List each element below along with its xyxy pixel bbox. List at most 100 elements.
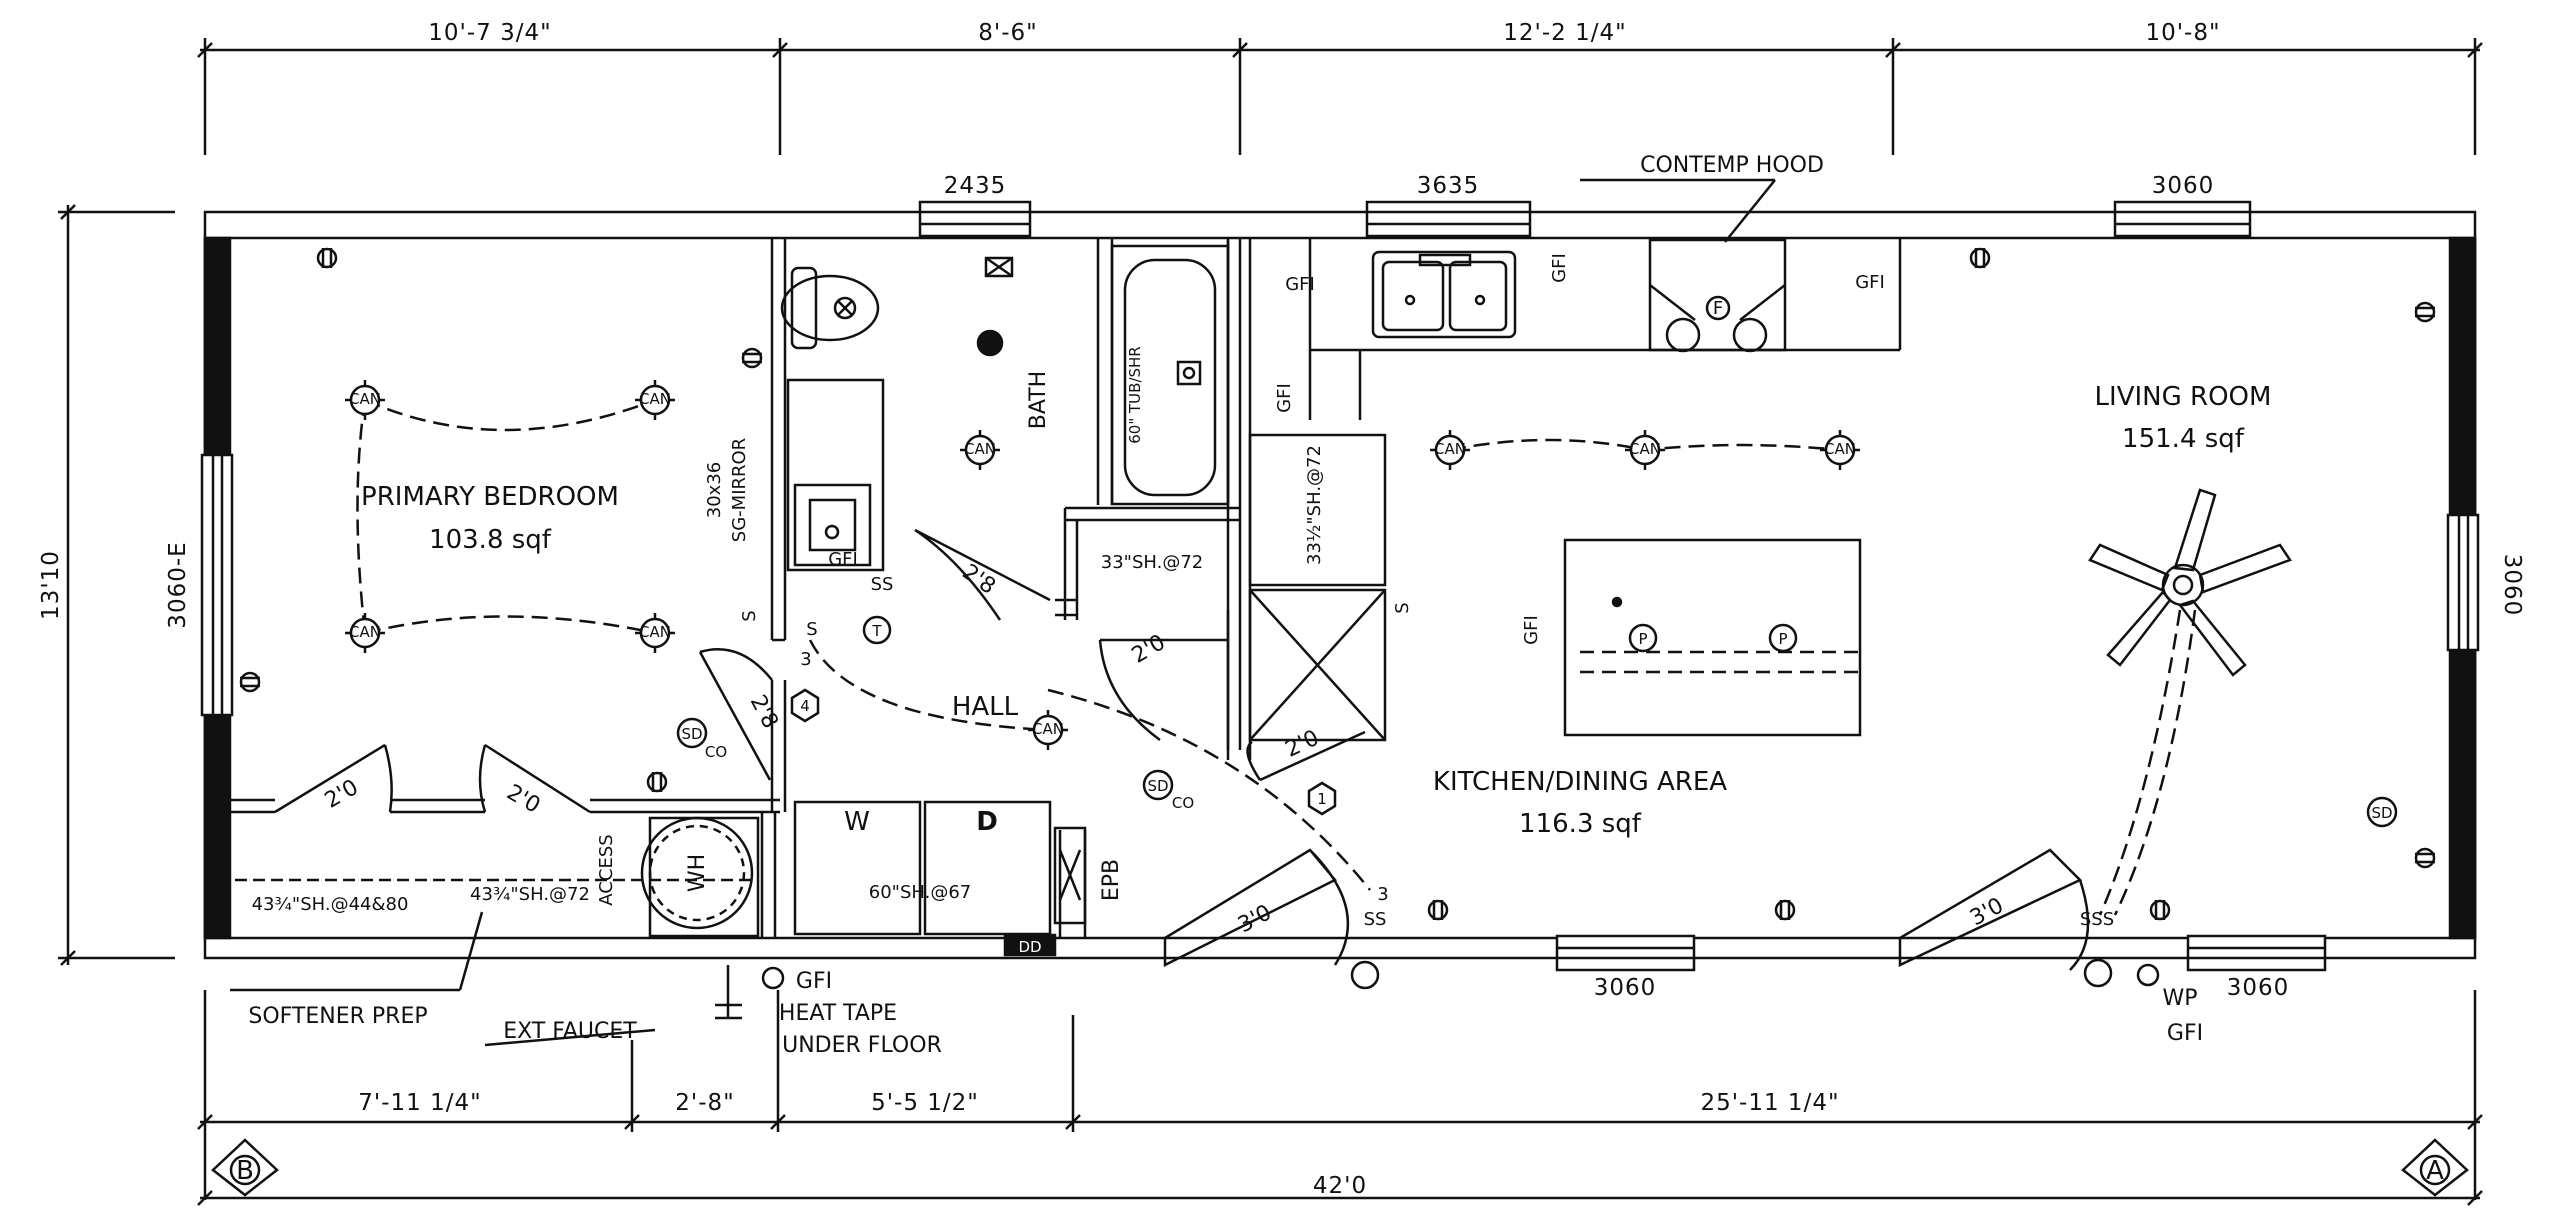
heat-tape-note: HEAT TAPE: [779, 1001, 897, 1026]
ceiling-fan-icon: [2088, 488, 2292, 677]
can-light-label: CAN: [1032, 720, 1064, 738]
exterior-notes: SOFTENER PREP EXT FAUCET GFI HEAT TAPE U…: [230, 911, 2203, 1058]
softener-prep-note: SOFTENER PREP: [248, 1004, 427, 1029]
ext-faucet-note: EXT FAUCET: [503, 1019, 637, 1044]
room-primary-bedroom-area: 103.8 sqf: [429, 525, 552, 555]
can-light-icon: CAN: [635, 380, 675, 420]
thermostat: T: [871, 622, 882, 640]
room-bath-label: BATH: [1026, 371, 1051, 429]
door-entry2-label: 3'0: [1966, 893, 2008, 931]
dim-bottom-2: 2'-8": [675, 1090, 734, 1116]
co-detector-1: CO: [705, 743, 727, 761]
epb-label: EPB: [1099, 859, 1124, 901]
switch-entry1-3way: 3: [1377, 884, 1388, 905]
can-light-label: CAN: [1434, 440, 1466, 458]
wp-label: WP: [2162, 986, 2197, 1011]
gfi-kitchen-1: GFI: [1285, 274, 1315, 295]
room-living-area: 151.4 sqf: [2122, 424, 2245, 454]
ceiling-lights: [356, 398, 2197, 916]
can-light-label: CAN: [1824, 440, 1856, 458]
washer-label: W: [844, 807, 870, 837]
switch-hall-3way: 3: [800, 649, 811, 670]
door-bath-label: 2'8: [958, 560, 1000, 600]
window-label-right: 3060: [2499, 554, 2525, 617]
window-label-2435: 2435: [944, 173, 1007, 199]
dim-top-3: 12'-2 1/4": [1503, 20, 1626, 46]
smoke-detector-2: SD: [1147, 777, 1168, 795]
dryer-label: D: [976, 807, 998, 837]
can-light-label: CAN: [1629, 440, 1661, 458]
kitchen-labels: CONTEMP HOOD 33½"SH.@72 F: [1304, 153, 1824, 565]
can-light-icon: CAN: [345, 380, 385, 420]
can-light-icon: CAN: [635, 613, 675, 653]
mirror-type-label: SG-MIRROR: [729, 438, 750, 542]
bath-labels: BATH 60" TUB/SHR 30x36 SG-MIRROR 33"SH.@…: [704, 346, 1203, 573]
dim-bottom-4: 25'-11 1/4": [1700, 1090, 1839, 1116]
note-4: 4: [800, 697, 810, 715]
switch-bedroom: S: [739, 610, 760, 621]
dim-bottom-3: 5'-5 1/2": [871, 1090, 979, 1116]
window-label-3635: 3635: [1417, 173, 1480, 199]
smoke-detector-3: SD: [2371, 804, 2392, 822]
door-closet2-label: 2'0: [502, 780, 544, 819]
door-hall-label: 2'0: [1128, 630, 1170, 669]
switch-bath: SS: [871, 574, 894, 595]
gfi-kitchen-4: GFI: [1274, 383, 1295, 413]
gfi-bath: GFI: [828, 549, 858, 570]
dim-top-2: 8'-6": [978, 20, 1037, 46]
left-dimension-line: 13'10: [38, 204, 175, 966]
electrical-symbols: GFI GFI GFI GFI GFI GFI SS S 3 S S SS 3 …: [239, 247, 2436, 990]
can-light-icon: CAN: [1430, 430, 1470, 470]
gfi-island: GFI: [1521, 615, 1542, 645]
can-light-label: CAN: [639, 390, 671, 408]
gfi-kitchen-3: GFI: [1855, 272, 1885, 293]
marker-a-label: A: [2426, 1156, 2444, 1186]
windows: [200, 200, 2480, 972]
hood-fan-label: F: [1713, 298, 1723, 319]
laundry-fixtures: [640, 800, 1087, 957]
top-dimension-line: 10'-7 3/4" 8'-6" 12'-2 1/4" 10'-8": [197, 20, 2483, 155]
wp-gfi-label: GFI: [2167, 1021, 2203, 1046]
room-living-name: LIVING ROOM: [2095, 382, 2272, 412]
door-bed-label: 2'8: [745, 691, 783, 733]
closet1-shelf-label: 43¾"SH.@44&80: [252, 894, 409, 915]
dim-top-1: 10'-7 3/4": [428, 20, 551, 46]
can-light-icon: CAN: [1028, 710, 1068, 750]
switch-hall: S: [806, 619, 817, 640]
hood-label: CONTEMP HOOD: [1640, 153, 1824, 178]
window-label-3060-top: 3060: [2152, 173, 2215, 199]
section-marker-a: A: [2401, 1138, 2469, 1197]
can-light-label: CAN: [639, 623, 671, 641]
heat-tape-gfi: GFI: [796, 969, 832, 994]
window-label-left: 3060-E: [165, 541, 191, 628]
room-hall-label: HALL: [952, 692, 1019, 722]
dim-width: 13'10: [38, 550, 64, 620]
can-light-label: CAN: [349, 623, 381, 641]
switch-kitchen: S: [1392, 602, 1413, 613]
dim-length: 42'0: [1313, 1173, 1367, 1199]
tub-label: 60" TUB/SHR: [1126, 346, 1144, 443]
co-detector-2: CO: [1172, 794, 1194, 812]
bath-shelf-label: 33"SH.@72: [1101, 552, 1203, 573]
can-light-icon: CAN: [1625, 430, 1665, 470]
room-primary-bedroom-name: PRIMARY BEDROOM: [361, 482, 619, 512]
laundry-labels: W D WH ACCESS EPB DD 60"SH.@67 43¾"SH.@4…: [235, 807, 1124, 956]
pendant-1: P: [1638, 630, 1647, 648]
water-heater-label: WH: [685, 854, 710, 892]
can-light-icon: CAN: [1820, 430, 1860, 470]
access-label: ACCESS: [596, 834, 617, 905]
bath-fixtures: [780, 244, 1230, 572]
closet2-shelf-label: 43¾"SH.@72: [470, 884, 590, 905]
dim-bottom-1: 7'-11 1/4": [358, 1090, 481, 1116]
kitchen-shelf-label: 33½"SH.@72: [1304, 445, 1325, 565]
marker-b-label: B: [236, 1156, 254, 1186]
door-entry1-label: 3'0: [1234, 900, 1276, 938]
interior-walls: [230, 238, 1902, 938]
dim-top-4: 10'-8": [2145, 20, 2220, 46]
smoke-detector-1: SD: [681, 725, 702, 743]
room-kitchen-name: KITCHEN/DINING AREA: [1433, 767, 1727, 797]
laundry-shelf-label: 60"SH.@67: [869, 882, 971, 903]
mirror-size-label: 30x36: [704, 462, 725, 518]
